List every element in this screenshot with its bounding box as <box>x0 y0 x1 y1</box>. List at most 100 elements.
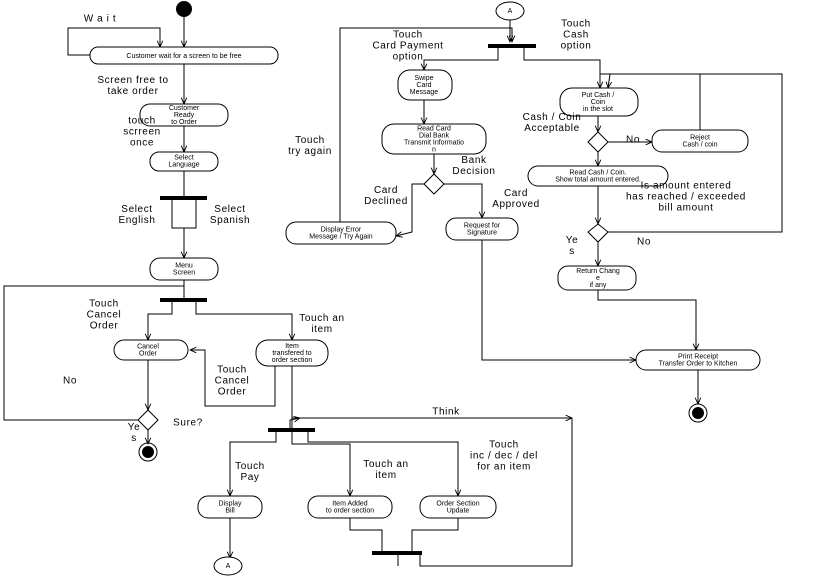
end-node-left <box>138 442 158 462</box>
text-line: Sure? <box>173 418 203 429</box>
text-line: No <box>626 135 640 146</box>
text-line: Item <box>285 343 299 350</box>
fork-bar-think <box>268 428 315 432</box>
text-line: transfered to <box>272 350 311 357</box>
text-line: Update <box>447 507 470 514</box>
label-no-cash: No <box>626 135 640 146</box>
text-line: Select <box>121 204 152 215</box>
text-line: Cancel <box>87 310 122 321</box>
text-line: in the slot <box>583 106 613 113</box>
text-line: Cash / coin <box>682 141 717 148</box>
text-line: Touch <box>89 299 119 310</box>
end-node-right <box>688 403 708 423</box>
text-line: Message / Try Again <box>309 233 373 240</box>
text-line: Acceptable <box>524 123 579 134</box>
text-line: bill amount <box>659 203 714 214</box>
text-line: item <box>311 324 332 335</box>
text-line: Pay <box>240 472 259 483</box>
node-wait-screen: Customer wait for a screen to be free <box>89 46 279 65</box>
text-line: to order section <box>326 507 374 514</box>
fork-bar-payment <box>488 44 536 48</box>
label-sure: Sure? <box>173 418 203 429</box>
text-line: to Order <box>171 119 197 126</box>
text-line: English <box>119 215 156 226</box>
text-line: e <box>596 275 600 282</box>
text-line: Cancel <box>137 343 159 350</box>
text-line: inc / dec / del <box>470 451 538 462</box>
node-read-cash: Read Cash / Coin.Show total amount enter… <box>527 165 669 187</box>
fork-bar-menu <box>160 298 207 302</box>
text-line: Message <box>410 89 439 96</box>
text-line: Order <box>90 321 119 332</box>
text-line: Customer <box>169 105 200 112</box>
text-line: if any <box>590 282 607 289</box>
fork-bar-language <box>160 196 207 200</box>
text-line: Select <box>174 154 194 161</box>
text-line: Screen <box>173 269 195 276</box>
text-line: take order <box>107 86 158 97</box>
text-line: Is amount entered <box>641 181 732 192</box>
text-line: s <box>569 246 575 257</box>
text-line: Bill <box>225 507 235 514</box>
text-line: Touch an <box>299 313 344 324</box>
text-line: Ye <box>128 422 141 433</box>
text-line: Approved <box>492 199 540 210</box>
text-line: Touch <box>217 365 247 376</box>
text-line: Display <box>219 500 242 507</box>
text-line: Touch <box>235 461 265 472</box>
connector-a-top: A <box>495 1 525 21</box>
connector-a-bottom: A <box>213 556 243 576</box>
text-line: item <box>375 470 396 481</box>
text-line: Screen free to <box>97 75 168 86</box>
text-line: Signature <box>467 229 497 236</box>
label-no-left: No <box>63 376 76 387</box>
start-node <box>176 1 192 17</box>
join-bar-bottom <box>372 551 422 555</box>
text-line: Bank <box>461 155 487 166</box>
text-line: Display Error <box>321 226 362 233</box>
text-line: once <box>130 138 154 149</box>
text-line: Swipe <box>414 75 433 82</box>
text-line: Cash / Coin <box>523 112 582 123</box>
text-line: touch <box>128 116 155 127</box>
text-line: option <box>561 41 592 52</box>
text-line: Reject <box>690 134 710 141</box>
text-line: Language <box>168 161 199 168</box>
text-line: Customer wait for a screen to be free <box>126 53 241 60</box>
text-line: No <box>637 237 651 248</box>
control-nodes <box>137 1 708 555</box>
text-line: option <box>393 52 424 63</box>
text-line: Order <box>139 350 158 357</box>
text-line: A <box>508 8 513 15</box>
text-line: Cancel <box>215 376 250 387</box>
text-line: Dial Bank <box>419 132 449 139</box>
text-line: Card Payment <box>372 41 443 52</box>
label-think: Think <box>432 407 459 418</box>
text-line: Item Added <box>332 500 368 507</box>
text-line: Decision <box>452 166 495 177</box>
text-line: Print Receipt <box>678 353 718 360</box>
